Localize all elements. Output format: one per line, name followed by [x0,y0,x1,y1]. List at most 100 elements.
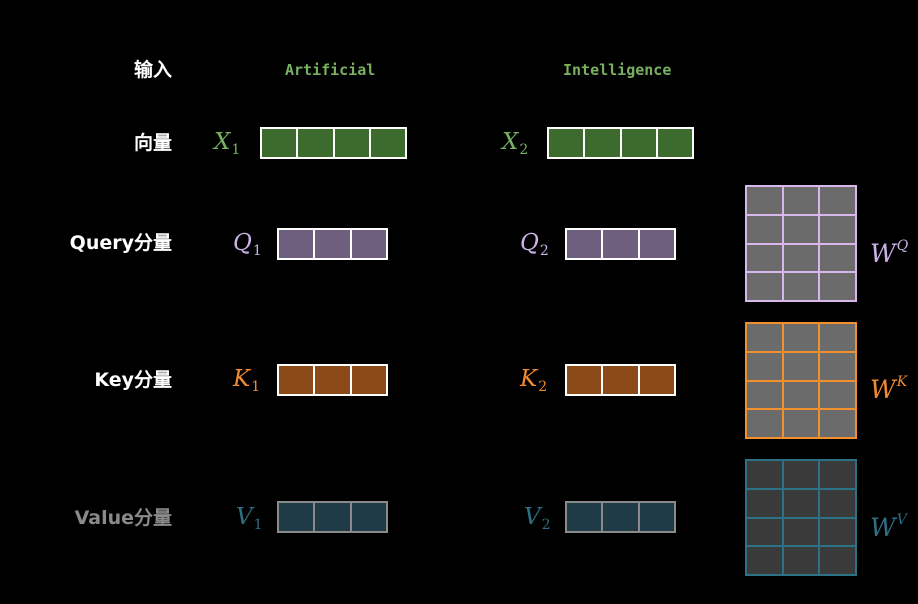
vector-cell [639,230,674,258]
key-vector-k2 [565,364,676,396]
symbol-x1-base: X [214,129,231,155]
matrix-cell [783,410,819,437]
vector-cell [315,230,350,258]
matrix-cell [747,273,782,300]
symbol-wk-base: W [870,375,896,404]
matrix-cell [820,547,855,574]
matrix-cell [820,489,855,517]
query-vector-q1 [277,228,388,260]
matrix-cell [747,381,782,409]
matrix-cell [783,461,819,488]
symbol-k1: K1 [233,366,260,400]
vector-cell [603,366,638,394]
symbol-q2-sub: 2 [539,243,549,259]
symbol-v2-sub: 2 [541,517,551,533]
symbol-q1-sub: 1 [252,243,262,259]
symbol-v1-sub: 1 [253,517,263,533]
matrix-cell [820,352,855,380]
matrix-cell [820,518,855,546]
matrix-cell [820,187,855,214]
vector-cell [657,129,692,157]
matrix-cell [783,489,819,517]
vector-cell [370,129,405,157]
symbol-q1: Q1 [233,230,262,264]
matrix-cell [747,187,782,214]
input-word-intelligence: Intelligence [563,61,672,79]
symbol-wv: WV [870,506,907,542]
matrix-cell [783,215,819,243]
matrix-cell [783,273,819,300]
row-label-value: Value分量 [74,507,172,529]
vector-cell [351,230,386,258]
symbol-wq: WQ [870,232,908,268]
query-vector-q2 [565,228,676,260]
matrix-cell [820,324,855,351]
vector-cell [639,366,674,394]
matrix-cell [820,410,855,437]
vector-cell [351,366,386,394]
symbol-wv-base: W [870,513,896,542]
vector-cell [621,129,656,157]
symbol-v1: V1 [236,504,263,538]
symbol-x2: X2 [502,129,528,163]
matrix-cell [747,352,782,380]
symbol-x1: X1 [214,129,240,163]
value-vector-v2 [565,501,676,533]
row-label-query: Query分量 [69,232,172,254]
matrix-cell [747,489,782,517]
symbol-k2-base: K [520,366,538,392]
vector-cell [603,503,638,531]
vector-cell [567,366,602,394]
vector-cell [549,129,584,157]
symbol-k2-sub: 2 [538,379,548,395]
weight-matrix-wq [745,185,857,302]
symbol-q2-base: Q [520,230,539,256]
weight-matrix-wk [745,322,857,439]
vector-cell [279,366,314,394]
vector-cell [585,129,620,157]
symbol-wk-sup: K [896,374,908,390]
symbol-x1-sub: 1 [231,142,241,158]
symbol-q2: Q2 [520,230,549,264]
symbol-wq-sup: Q [896,238,909,254]
matrix-cell [783,381,819,409]
embedding-vector-x1 [260,127,407,159]
vector-cell [298,129,333,157]
vector-cell [334,129,369,157]
vector-cell [567,503,602,531]
matrix-cell [747,215,782,243]
matrix-cell [820,381,855,409]
matrix-cell [783,324,819,351]
symbol-x2-base: X [502,129,519,155]
vector-cell [603,230,638,258]
symbol-wq-base: W [870,239,896,268]
symbol-q1-base: Q [233,230,252,256]
symbol-wv-sup: V [896,512,907,528]
vector-cell [639,503,674,531]
vector-cell [315,366,350,394]
vector-cell [262,129,297,157]
vector-cell [279,503,314,531]
matrix-cell [820,244,855,272]
symbol-v1-base: V [236,504,253,530]
key-vector-k1 [277,364,388,396]
row-label-key: Key分量 [94,369,172,391]
symbol-k1-sub: 1 [251,379,261,395]
vector-cell [351,503,386,531]
row-label-vector: 向量 [133,132,172,154]
matrix-cell [747,324,782,351]
matrix-cell [820,461,855,488]
matrix-cell [783,547,819,574]
vector-cell [279,230,314,258]
vector-cell [567,230,602,258]
matrix-cell [820,215,855,243]
matrix-cell [820,273,855,300]
weight-matrix-wv [745,459,857,576]
matrix-cell [783,187,819,214]
row-label-input: 输入 [133,59,172,81]
matrix-cell [783,352,819,380]
matrix-cell [783,244,819,272]
matrix-cell [747,518,782,546]
input-word-artificial: Artificial [285,61,376,79]
symbol-v2: V2 [524,504,551,538]
